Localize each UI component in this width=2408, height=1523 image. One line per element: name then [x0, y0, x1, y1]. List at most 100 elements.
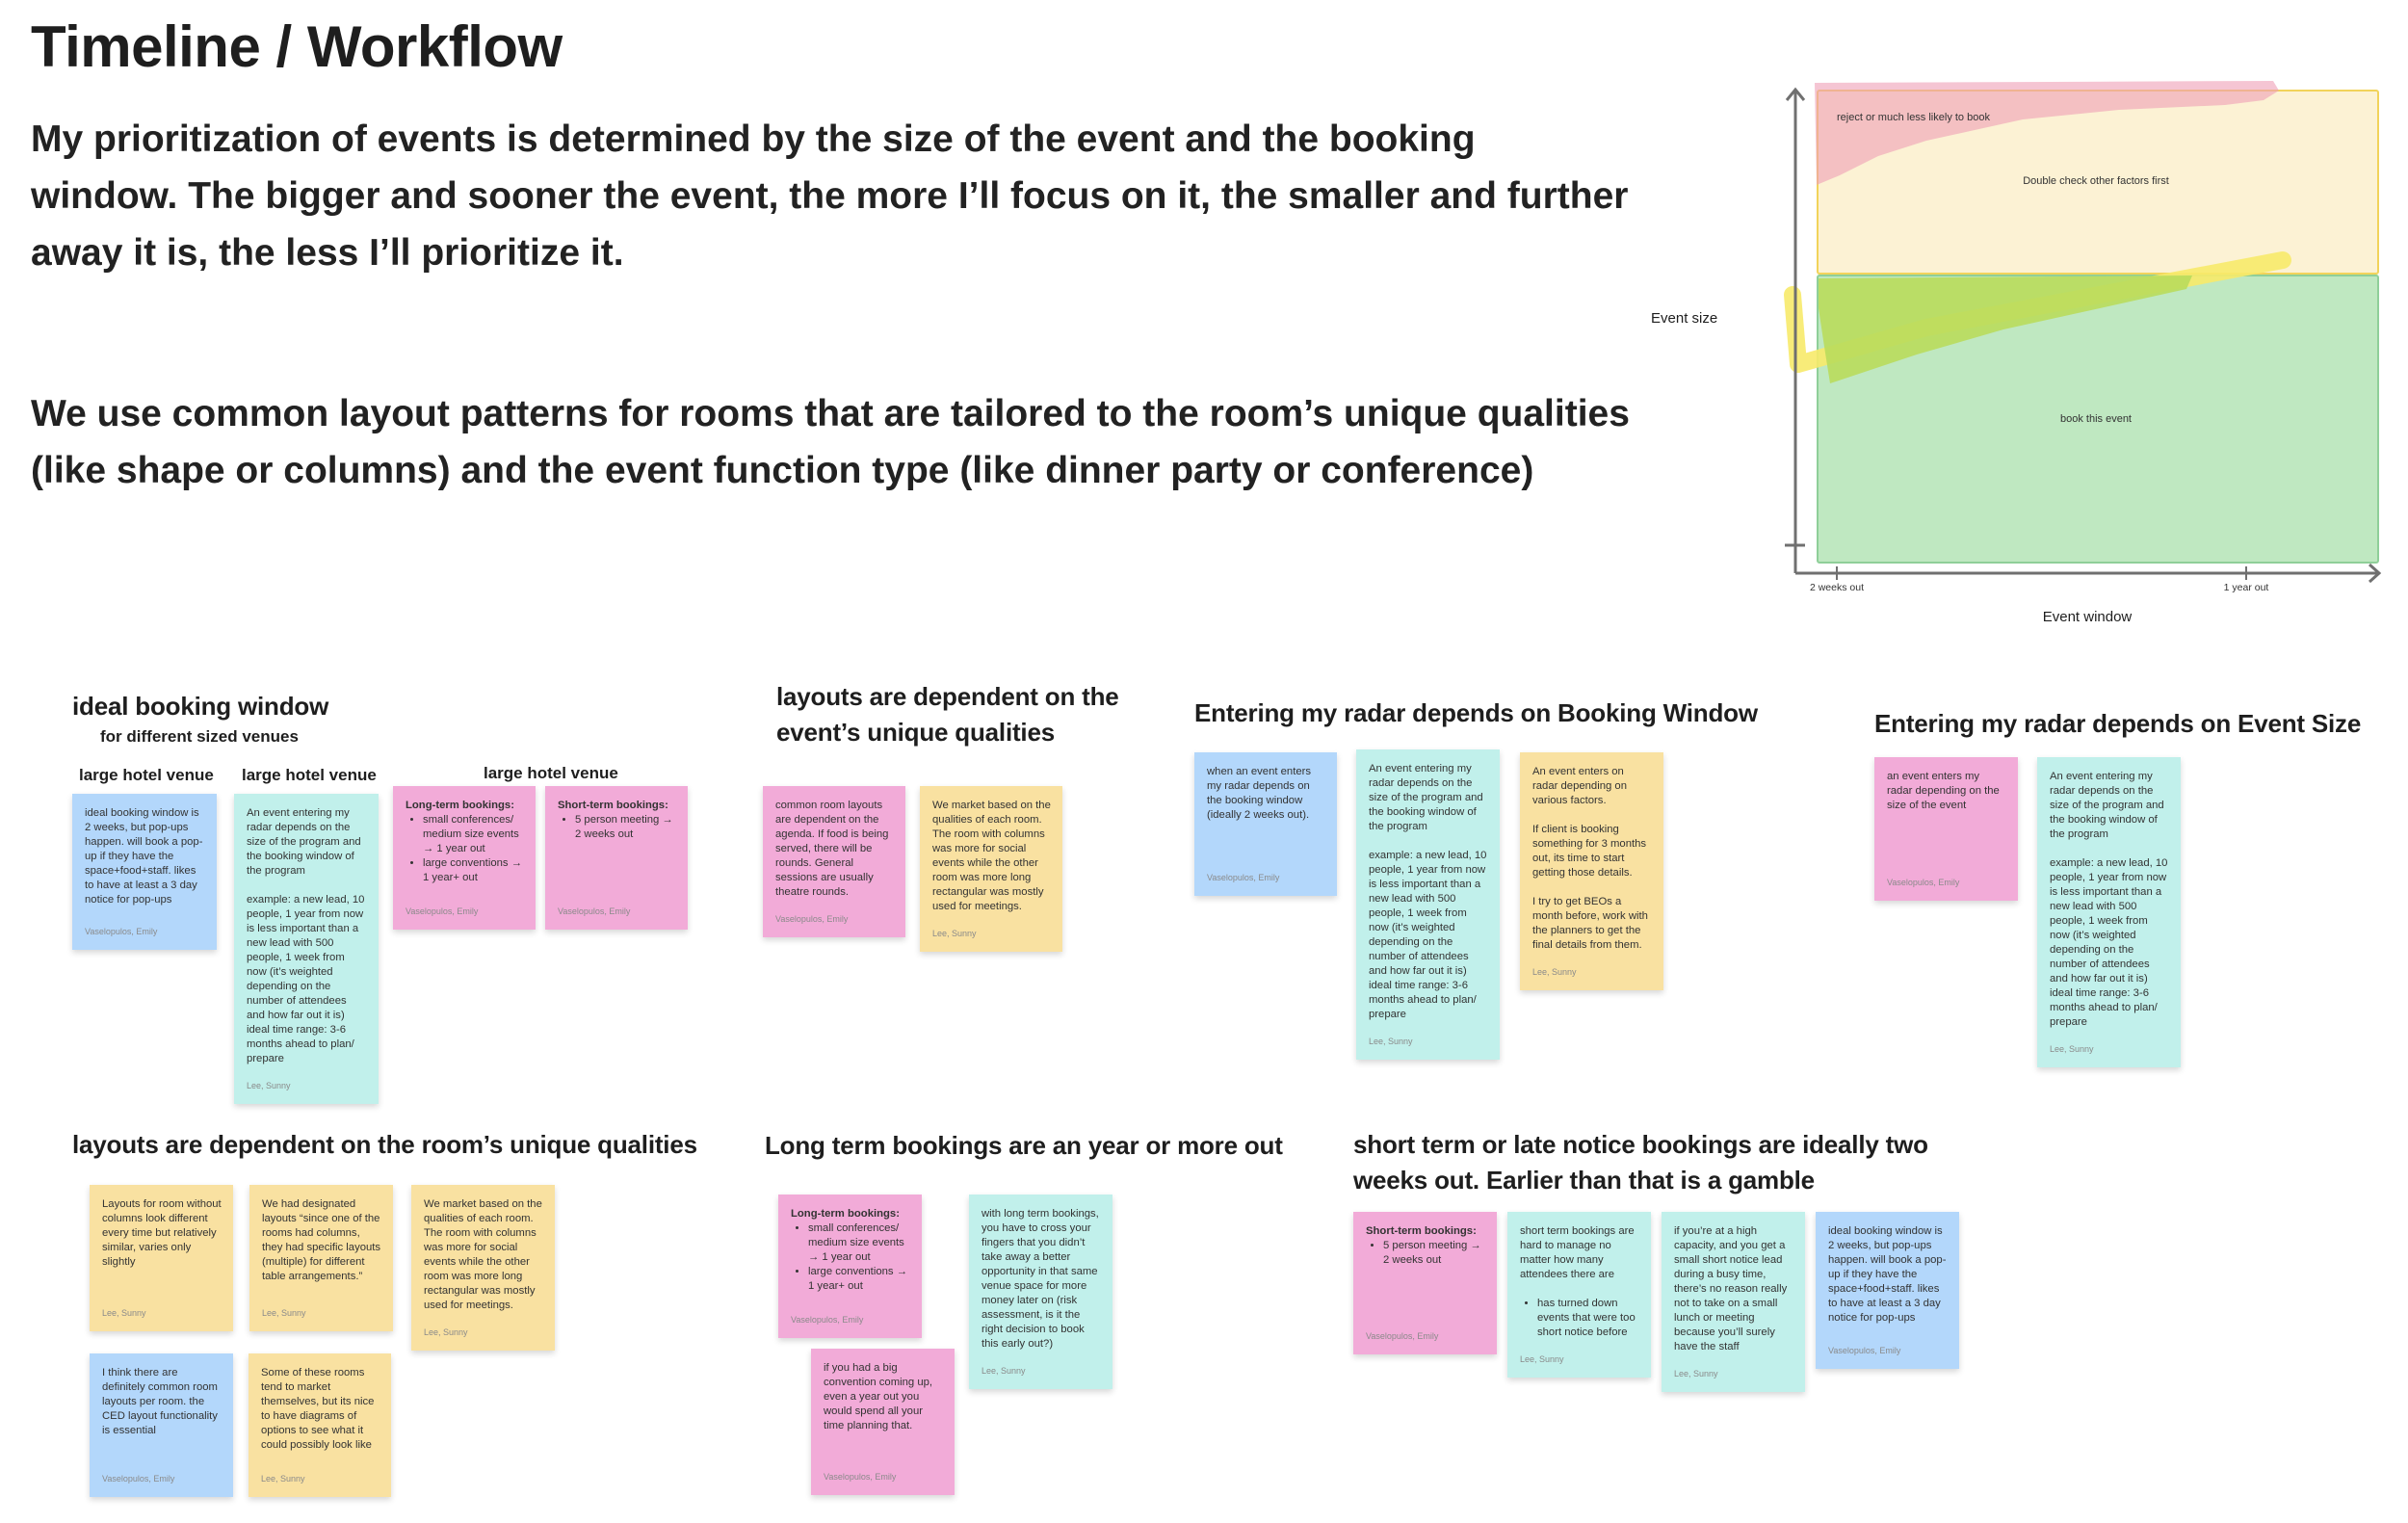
note-bullet: has turned down events that were too sho… — [1537, 1297, 1639, 1340]
note-text: short term bookings are hard to manage n… — [1520, 1225, 1635, 1280]
note-author: Lee, Sunny — [247, 1081, 291, 1090]
y-axis-arrow-icon — [1785, 87, 1806, 101]
note-body: ideal booking window is 2 weeks, but pop… — [1828, 1224, 1948, 1331]
y-axis-label: Event size — [1651, 310, 1718, 327]
note-author: Vaselopulos, Emily — [102, 1474, 175, 1484]
note-author: Vaselopulos, Emily — [558, 906, 631, 916]
sticky-note-blue[interactable]: I think there are definitely common room… — [90, 1353, 233, 1497]
note-author: Lee, Sunny — [261, 1474, 305, 1484]
note-text: common room layouts are dependent on the… — [775, 800, 889, 898]
note-body: Layouts for room without columns look di… — [102, 1197, 222, 1294]
note-author: Lee, Sunny — [262, 1308, 306, 1318]
sticky-note-pink[interactable]: Short-term bookings: 5 person meeting → 2… — [545, 786, 688, 930]
note-author: Lee, Sunny — [1520, 1354, 1564, 1364]
note-author: Vaselopulos, Emily — [1207, 873, 1280, 882]
note-text: Layouts for room without columns look di… — [102, 1198, 222, 1268]
x-axis-label: Event window — [2042, 609, 2133, 625]
note-text: I try to get BEOs a month before, work w… — [1532, 896, 1648, 951]
sticky-note-yellow[interactable]: We market based on the qualities of each… — [920, 786, 1062, 952]
note-heading: Long-term bookings: — [406, 800, 514, 811]
section-heading: Long term bookings are an year or more o… — [765, 1131, 1283, 1160]
note-heading: Long-term bookings: — [791, 1208, 900, 1220]
note-body: An event enters on radar depending on va… — [1532, 765, 1652, 953]
note-text: We market based on the qualities of each… — [932, 800, 1051, 912]
sticky-note-yellow[interactable]: An event enters on radar depending on va… — [1520, 752, 1663, 990]
note-text: We had designated layouts “since one of … — [262, 1198, 381, 1282]
note-body: Short-term bookings:5 person meeting → 2… — [1366, 1224, 1485, 1317]
note-author: Lee, Sunny — [932, 929, 977, 938]
note-author: Vaselopulos, Emily — [85, 927, 158, 936]
section-heading: ideal booking window — [72, 692, 329, 721]
sticky-note-teal[interactable]: short term bookings are hard to manage n… — [1507, 1212, 1651, 1378]
note-text: example: a new lead, 10 people, 1 year f… — [2050, 857, 2168, 1028]
note-text: I think there are definitely common room… — [102, 1367, 218, 1436]
sticky-note-teal[interactable]: if you’re at a high capacity, and you ge… — [1662, 1212, 1805, 1392]
note-text: An event entering my radar depends on th… — [2050, 771, 2164, 840]
sticky-note-yellow[interactable]: We market based on the qualities of each… — [411, 1185, 555, 1351]
sticky-note-blue[interactable]: ideal booking window is 2 weeks, but pop… — [1816, 1212, 1959, 1369]
sticky-note-pink[interactable]: Long-term bookings:small conferences/ me… — [778, 1195, 922, 1338]
note-text: ideal booking window is 2 weeks, but pop… — [85, 807, 203, 906]
section-subheading: for different sized venues — [100, 727, 299, 746]
sticky-note-pink[interactable]: common room layouts are dependent on the… — [763, 786, 905, 937]
sticky-note-pink[interactable]: Long-term bookings: small conferences/ me… — [393, 786, 536, 930]
sticky-note-yellow[interactable]: Some of these rooms tend to market thems… — [249, 1353, 391, 1497]
note-body: common room layouts are dependent on the… — [775, 799, 894, 900]
venue-label: large hotel venue — [484, 764, 618, 782]
note-bullet-list: 5 person meeting → 2 weeks out — [558, 813, 676, 842]
note-heading: Short-term bookings: — [558, 800, 668, 811]
sticky-note-pink[interactable]: if you had a big convention coming up, e… — [811, 1349, 955, 1495]
note-text: example: a new lead, 10 people, 1 year f… — [247, 894, 365, 1064]
note-body: an event enters my radar depending on th… — [1887, 770, 2006, 863]
note-author: Lee, Sunny — [1532, 967, 1577, 977]
note-body: when an event enters my radar depends on… — [1207, 765, 1325, 858]
note-author: Vaselopulos, Emily — [1887, 878, 1960, 887]
x-axis-arrow-icon — [2368, 563, 2382, 584]
note-text: An event entering my radar depends on th… — [1369, 763, 1483, 832]
note-body: We market based on the qualities of each… — [424, 1197, 543, 1313]
note-body: short term bookings are hard to manage n… — [1520, 1224, 1639, 1340]
note-author: Vaselopulos, Emily — [824, 1472, 897, 1482]
note-body: if you’re at a high capacity, and you ge… — [1674, 1224, 1793, 1354]
note-bullet-list: small conferences/ medium size events → … — [791, 1221, 910, 1294]
sticky-note-teal[interactable]: An event entering my radar depends on th… — [1356, 749, 1500, 1060]
note-bullet: 5 person meeting → 2 weeks out — [1383, 1239, 1485, 1268]
section-heading: layouts are dependent on the room’s uniq… — [72, 1130, 697, 1159]
note-bullet: large conventions → 1 year+ out — [808, 1265, 910, 1294]
note-body: if you had a big convention coming up, e… — [824, 1361, 943, 1457]
diagram-drawing — [1784, 81, 2382, 584]
note-bullet-list: 5 person meeting → 2 weeks out — [1366, 1239, 1485, 1268]
zone-label-reject: reject or much less likely to book — [1837, 112, 1990, 123]
sticky-note-yellow[interactable]: Layouts for room without columns look di… — [90, 1185, 233, 1331]
note-bullet-list: has turned down events that were too sho… — [1520, 1297, 1639, 1340]
sticky-note-pink[interactable]: Short-term bookings:5 person meeting → 2… — [1353, 1212, 1497, 1354]
zone-label-book: book this event — [2060, 413, 2132, 425]
note-text: if you had a big convention coming up, e… — [824, 1362, 933, 1431]
sticky-note-blue[interactable]: when an event enters my radar depends on… — [1194, 752, 1337, 896]
sticky-note-yellow[interactable]: We had designated layouts “since one of … — [249, 1185, 393, 1331]
venue-label: large hotel venue — [79, 766, 214, 784]
note-body: Long-term bookings:small conferences/ me… — [791, 1207, 910, 1300]
note-text: if you’re at a high capacity, and you ge… — [1674, 1225, 1788, 1352]
sticky-note-pink[interactable]: an event enters my radar depending on th… — [1874, 757, 2018, 901]
note-author: Vaselopulos, Emily — [406, 906, 479, 916]
note-author: Vaselopulos, Emily — [791, 1315, 864, 1325]
note-bullet: small conferences/ medium size events → … — [808, 1221, 910, 1265]
section-heading: Entering my radar depends on Event Size — [1874, 709, 2362, 738]
note-body: Long-term bookings: small conferences/ me… — [406, 799, 524, 892]
zone-book[interactable] — [1817, 275, 2379, 564]
sticky-note-teal[interactable]: An event entering my radar depends on th… — [234, 794, 379, 1104]
section-heading: layouts are dependent on the event’s uni… — [776, 682, 1119, 747]
sticky-note-teal[interactable]: An event entering my radar depends on th… — [2037, 757, 2181, 1067]
note-text: Some of these rooms tend to market thems… — [261, 1367, 375, 1451]
note-text: when an event enters my radar depends on… — [1207, 766, 1312, 821]
note-body: with long term bookings, you have to cro… — [982, 1207, 1101, 1352]
sticky-note-teal[interactable]: with long term bookings, you have to cro… — [969, 1195, 1112, 1389]
note-body: I think there are definitely common room… — [102, 1366, 222, 1459]
note-author: Vaselopulos, Emily — [775, 914, 849, 924]
note-author: Vaselopulos, Emily — [1366, 1331, 1439, 1341]
note-bullet-list: small conferences/ medium size events → … — [406, 813, 524, 885]
note-body: An event entering my radar depends on th… — [247, 806, 367, 1066]
intro-paragraph-prioritization: My prioritization of events is determine… — [31, 118, 1629, 274]
sticky-note-blue[interactable]: ideal booking window is 2 weeks, but pop… — [72, 794, 217, 950]
